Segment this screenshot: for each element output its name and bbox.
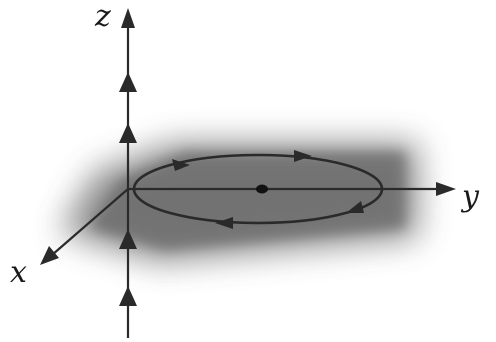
z-flow-arrow xyxy=(119,286,137,306)
z-axis-label: z xyxy=(94,0,111,34)
y-axis-label: y xyxy=(460,179,480,214)
loop-arrow-right-bottom xyxy=(346,201,364,213)
loop-arrow-bottom xyxy=(215,217,233,229)
z-axis-arrowhead xyxy=(121,8,135,28)
z-flow-arrow xyxy=(119,123,137,143)
x-axis-line xyxy=(51,188,129,256)
x-axis-arrowhead xyxy=(40,246,59,265)
z-flow-arrow xyxy=(119,229,137,249)
x-axis xyxy=(40,188,129,265)
loop-arrow-top-right xyxy=(294,150,312,162)
loop-arrow-top-left xyxy=(172,159,190,171)
loop-center-dot xyxy=(256,184,268,194)
current-loop xyxy=(132,150,384,229)
shadow-inner xyxy=(90,152,405,250)
loop-ellipse xyxy=(132,153,384,225)
z-axis xyxy=(119,8,137,338)
z-flow-arrow xyxy=(119,72,137,92)
y-axis xyxy=(128,182,456,196)
y-axis-arrowhead xyxy=(436,182,456,196)
x-axis-label: x xyxy=(10,255,27,290)
